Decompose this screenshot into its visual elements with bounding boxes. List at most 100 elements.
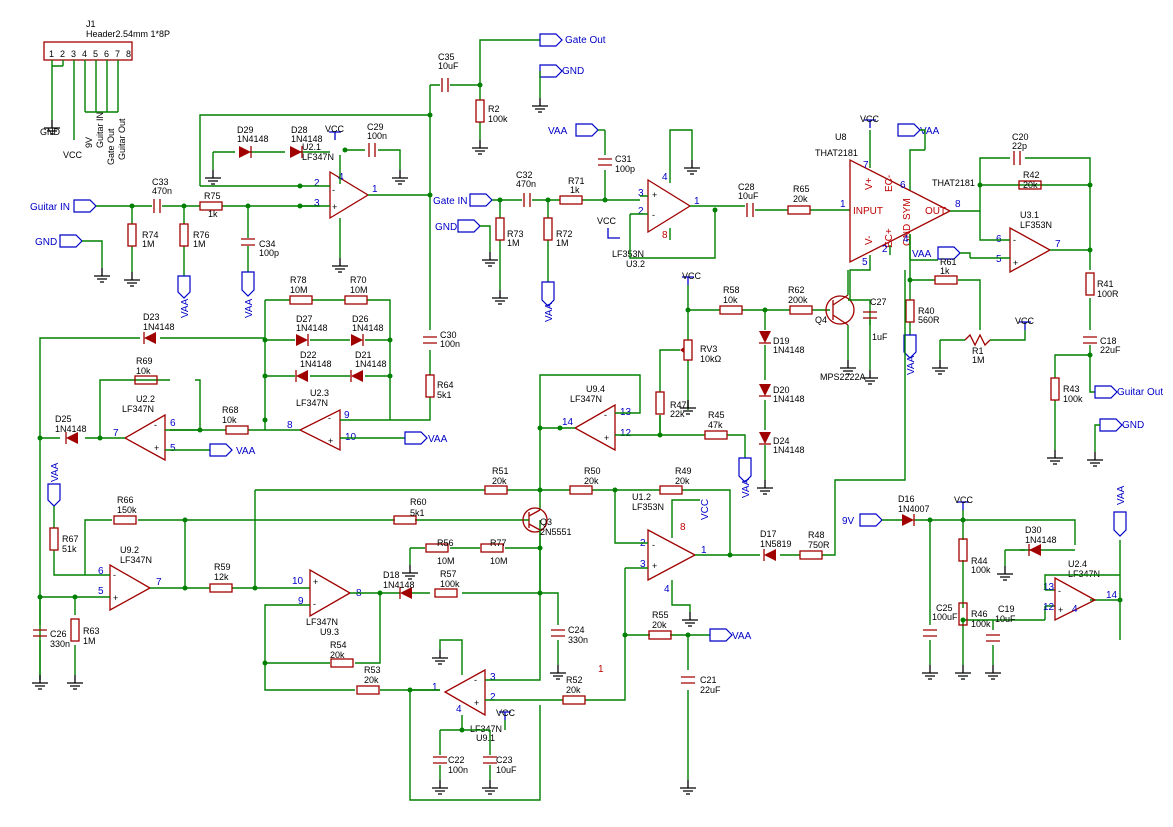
vaa-flag-8: VAA bbox=[741, 478, 752, 498]
net-gate-in-label: Gate IN bbox=[433, 196, 467, 207]
c20-val: 22p bbox=[1012, 141, 1027, 151]
u8-out-label: OUT bbox=[925, 206, 946, 217]
r50-ref: R50 bbox=[584, 466, 601, 476]
c18-val: 22uF bbox=[1100, 345, 1121, 355]
r66-ref: R66 bbox=[117, 495, 134, 505]
r45-val: 47k bbox=[708, 420, 723, 430]
r48-val: 750R bbox=[808, 540, 830, 550]
r62-ref: R62 bbox=[788, 285, 805, 295]
d25-val: 1N4148 bbox=[55, 424, 87, 434]
u21-ref: U2.1 bbox=[302, 142, 321, 152]
j1-pin7: 7 bbox=[115, 49, 120, 59]
j1-vcc-label: VCC bbox=[63, 150, 83, 160]
vaa-flag-7: VAA bbox=[906, 355, 917, 375]
r78-val: 10M bbox=[290, 285, 308, 295]
u8-side-label: THAT2181 bbox=[932, 178, 975, 188]
j1-ref: J1 bbox=[86, 19, 96, 29]
envelope-detector: R78 10M R70 10M D27 1N4148 D26 1N4148 D2… bbox=[39, 275, 448, 680]
opamp-u2-1: 2 3 1 4 U2.1 LF347N - + D29 1N4148 D28 1… bbox=[199, 114, 430, 273]
vcc-power: VCC bbox=[954, 495, 974, 505]
u24-pin13: 13 bbox=[1043, 582, 1055, 593]
r61-val: 1k bbox=[940, 266, 950, 276]
r60-val: 5k1 bbox=[410, 508, 425, 518]
r76-ref: R76 bbox=[193, 230, 210, 240]
svg-text:+: + bbox=[328, 436, 333, 446]
r54-val: 20k bbox=[330, 650, 345, 660]
u32-pin1: 1 bbox=[694, 196, 700, 207]
u31-pin7: 7 bbox=[1055, 239, 1061, 250]
control-ladder: VCC R58 10k R62 200k D19 1N4148 D20 1N41… bbox=[655, 270, 888, 495]
d24-ref: D24 bbox=[773, 436, 790, 446]
u12-pin1: 1 bbox=[701, 545, 707, 556]
c22-ref: C22 bbox=[448, 755, 465, 765]
lower-left-section: VAA R67 51k R66 150k R60 5k1 - + 6 5 7 U… bbox=[31, 462, 752, 801]
r78-ref: R78 bbox=[290, 275, 307, 285]
u8-pin6: 6 bbox=[900, 180, 906, 191]
r75-ref: R75 bbox=[204, 191, 221, 201]
d17-ref: D17 bbox=[760, 529, 777, 539]
r59-ref: R59 bbox=[214, 562, 231, 572]
c33-ref: C33 bbox=[152, 177, 169, 187]
d30-val: 1N4148 bbox=[1025, 535, 1057, 545]
j1-net-guitar-in: Guitar IN bbox=[95, 112, 105, 148]
r2-val: 100k bbox=[488, 114, 508, 124]
u12-pin4: 4 bbox=[664, 584, 670, 595]
u31-ref: U3.1 bbox=[1020, 210, 1039, 220]
c18-ref: C18 bbox=[1100, 336, 1117, 346]
r40-ref: R40 bbox=[918, 306, 935, 316]
u92-ref: U9.2 bbox=[120, 545, 139, 555]
svg-text:-: - bbox=[604, 410, 607, 420]
c29-val: 100n bbox=[367, 131, 387, 141]
svg-text:-: - bbox=[652, 540, 655, 550]
r65-val: 20k bbox=[793, 194, 808, 204]
r62-val: 200k bbox=[788, 295, 808, 305]
u91-pin3: 3 bbox=[490, 672, 496, 683]
r74-val: 1M bbox=[142, 239, 155, 249]
gnd-flag-4: GND bbox=[1122, 420, 1144, 431]
u12-pin8: 8 bbox=[680, 522, 686, 533]
svg-text:-: - bbox=[1058, 586, 1061, 596]
u24-pin12: 12 bbox=[1043, 602, 1055, 613]
u92-pin6: 6 bbox=[98, 566, 104, 577]
r58-ref: R58 bbox=[723, 285, 740, 295]
r76-val: 1M bbox=[193, 239, 206, 249]
vaa-flag-11: VAA bbox=[50, 462, 61, 482]
q4-val: MPS2222A bbox=[820, 372, 866, 382]
vaa-flag-5: VAA bbox=[920, 126, 940, 137]
c21-val: 22uF bbox=[700, 685, 721, 695]
power-section: 9V D16 1N4007 VCC R44 100k R46 100k C25 … bbox=[842, 485, 1127, 680]
q4-ref: Q4 bbox=[815, 315, 827, 325]
d28-ref: D28 bbox=[291, 125, 308, 135]
c22-val: 100n bbox=[448, 765, 468, 775]
r51-val: 20k bbox=[492, 476, 507, 486]
vaa-flag-12: VAA bbox=[732, 631, 752, 642]
c26-val: 330n bbox=[50, 639, 70, 649]
c31-ref: C31 bbox=[615, 154, 632, 164]
c35-val: 10uF bbox=[438, 61, 459, 71]
u91-pin1: 1 bbox=[432, 682, 438, 693]
r50-val: 20k bbox=[584, 476, 599, 486]
d18-val: 1N4148 bbox=[383, 580, 415, 590]
svg-text:-: - bbox=[1013, 235, 1016, 245]
vaa-flag-6: VAA bbox=[912, 249, 932, 260]
c19-ref: C19 bbox=[998, 604, 1015, 614]
u23-pin9: 9 bbox=[344, 410, 350, 421]
d27-ref: D27 bbox=[296, 314, 313, 324]
c28-val: 10uF bbox=[738, 191, 759, 201]
j1-pin2: 2 bbox=[60, 49, 65, 59]
c26-ref: C26 bbox=[50, 629, 67, 639]
r68-val: 10k bbox=[222, 415, 237, 425]
vaa-flag-4: VAA bbox=[548, 126, 568, 137]
svg-text:-: - bbox=[154, 420, 157, 430]
d23-val: 1N4148 bbox=[143, 322, 175, 332]
r58-val: 10k bbox=[723, 295, 738, 305]
r1-val: 1M bbox=[972, 355, 985, 365]
r49-val: 20k bbox=[675, 476, 690, 486]
u24-pin14: 14 bbox=[1106, 590, 1118, 601]
c27-ref: C27 bbox=[870, 297, 887, 307]
r60-ref: R60 bbox=[410, 497, 427, 507]
u8-pin2: 2 bbox=[882, 244, 888, 255]
r2-ref: R2 bbox=[488, 104, 500, 114]
r63-val: 1M bbox=[83, 636, 96, 646]
